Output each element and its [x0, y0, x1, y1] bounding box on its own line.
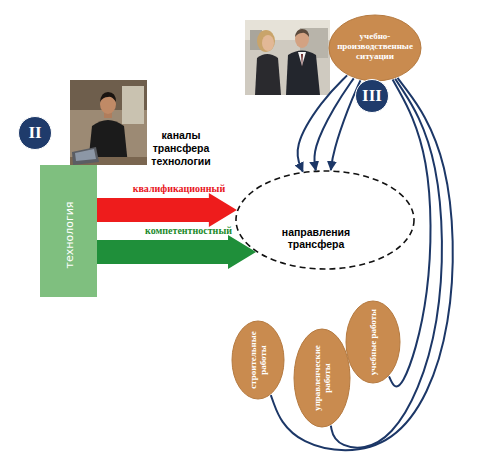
flow-connector: [331, 79, 442, 448]
channel-label: квалификационный: [109, 182, 249, 196]
flow-connector: [331, 80, 361, 170]
node-shape: [232, 321, 284, 399]
flow-connector: [314, 78, 353, 170]
meeting-photo: [245, 20, 330, 95]
photo-man-head: [295, 30, 309, 48]
photo-woman-face: [262, 35, 274, 51]
node-text: технология: [62, 175, 75, 295]
situation-ellipse: учебно-производственные ситуации: [328, 14, 422, 82]
photo-man-body: [286, 51, 320, 96]
channel-arrow: [97, 235, 256, 269]
channel-arrow: [97, 193, 237, 227]
photo-woman-hair: [257, 30, 275, 52]
node-shape: [40, 165, 97, 297]
work-oval: учебные работы: [345, 300, 401, 384]
node-text: строительные работы: [248, 324, 268, 396]
node-shape: [346, 301, 400, 383]
photo-frame: [245, 20, 330, 95]
work-oval: строительные работы: [231, 320, 285, 400]
node-shape: [329, 15, 421, 81]
photo-man-tie: [301, 54, 303, 68]
channel-label: компетентностный: [119, 224, 259, 238]
photo-laptop: [72, 147, 99, 165]
photo-man-hair: [295, 29, 309, 37]
photo-person-hair: [100, 92, 116, 102]
flow-connector: [271, 78, 453, 450]
photo-woman-body: [255, 54, 281, 95]
flow-connector: [389, 80, 430, 387]
node-shape: [236, 171, 414, 269]
flow-connector: [298, 75, 348, 171]
node-shape: [294, 329, 350, 427]
technology-band: технология: [40, 165, 97, 297]
node-text: направления трансфера: [275, 226, 357, 250]
node-text: учебные работы: [368, 305, 378, 379]
node-outline: [235, 170, 415, 270]
photo-poster: [122, 86, 144, 124]
callout-number: III: [355, 79, 389, 113]
speaker-photo: [70, 80, 147, 165]
node-text: управленческие работы: [312, 333, 332, 423]
work-oval: управленческие работы: [293, 328, 351, 428]
node-text: учебно-производственные ситуации: [329, 31, 421, 61]
callout-number: II: [18, 116, 52, 150]
photo-frame: [70, 80, 147, 165]
channel-heading: каналы трансфера технологии: [134, 129, 228, 168]
photo-laptop-screen: [75, 149, 96, 161]
transfer-ellipse: направления трансфера: [235, 170, 415, 270]
